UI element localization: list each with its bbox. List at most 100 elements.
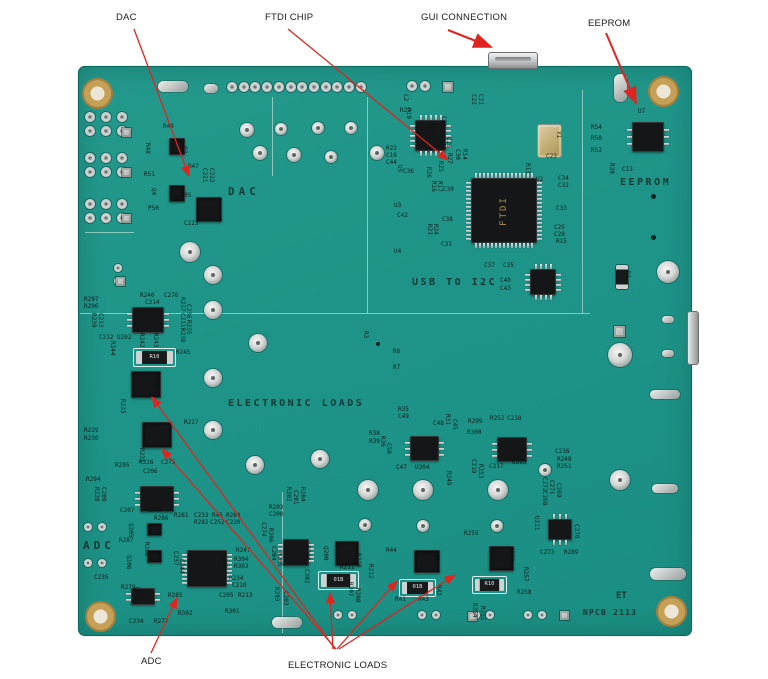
via-center <box>349 126 353 130</box>
designator-r41: R41 <box>395 596 406 603</box>
ic-pin <box>434 115 437 120</box>
through-hole-pad <box>320 82 331 92</box>
designator-r202: R202 <box>285 487 292 502</box>
via-center <box>496 488 500 492</box>
ic-pin <box>537 201 542 204</box>
ic-pin <box>499 243 501 248</box>
ic-pin <box>487 173 489 178</box>
ic-pin <box>556 288 561 291</box>
ic-pin <box>135 492 140 494</box>
designator-r207: R207 <box>347 582 354 597</box>
through-hole-pad <box>85 112 95 122</box>
via-center <box>495 524 499 528</box>
through-hole-pad <box>101 167 111 177</box>
via-pad <box>413 480 433 500</box>
ic-pin <box>127 325 132 327</box>
via-center <box>253 463 257 467</box>
through-hole-pad <box>101 199 111 209</box>
ic-pin <box>126 592 131 595</box>
through-hole-pad <box>432 611 440 619</box>
via-pad <box>287 148 301 162</box>
designator-r24: R24 <box>432 224 439 235</box>
through-hole-pad <box>117 112 127 122</box>
designator-r259: R259 <box>464 530 479 537</box>
square-pad <box>560 611 569 620</box>
through-hole-pad <box>84 523 92 531</box>
designator-c48: C48 <box>433 420 444 427</box>
silkscreen-electronic-loads: ELECTRONIC LOADS <box>228 398 365 409</box>
silkscreen-board-number: NPCB 2113 <box>583 608 638 617</box>
ic-pin <box>549 264 552 269</box>
gui-usb-connector <box>488 52 538 69</box>
via-pad <box>204 301 222 319</box>
ic-pin <box>419 115 422 120</box>
designator-c207: C207 <box>120 507 135 514</box>
ic-pin <box>527 454 532 457</box>
u6-qfn-chip <box>525 264 561 300</box>
square-pad <box>122 168 131 177</box>
ic-pin <box>126 598 131 601</box>
ic-pin <box>410 144 415 147</box>
ic-pin <box>503 243 505 248</box>
designator-c13: C13 <box>622 166 633 173</box>
designator-r285: R285 <box>168 592 183 599</box>
designator-p50: P50 <box>148 205 159 212</box>
ic-pin <box>515 243 517 248</box>
through-hole-pad <box>355 82 366 92</box>
through-hole-pad <box>85 167 95 177</box>
ic-body <box>147 523 162 536</box>
designator-c268: C268 <box>541 491 548 506</box>
via-pad <box>240 123 254 137</box>
ic-pin <box>174 492 179 494</box>
ic-pin <box>556 273 561 276</box>
through-hole-pad <box>85 153 95 163</box>
ic-pin <box>466 213 471 216</box>
ic-pin <box>466 233 471 236</box>
ic-pin <box>537 181 542 184</box>
via-pad <box>657 261 679 283</box>
designator-c44: C44 <box>386 159 397 166</box>
via-center <box>421 524 425 528</box>
designator-r243: R243 <box>152 333 159 348</box>
ic-body <box>142 422 172 448</box>
square-pad <box>614 326 625 337</box>
ic-body <box>169 185 185 202</box>
designator-l4: L4 <box>413 127 420 135</box>
designator-r255: R255 <box>479 606 486 621</box>
designator-c49: C49 <box>398 413 409 420</box>
designator-r293: R293 <box>273 587 280 602</box>
through-hole-pad <box>344 82 354 92</box>
via-pad <box>180 242 200 262</box>
designator-r228: R228 <box>93 487 100 502</box>
u2-usb-i2c-mcu-chip: FTDI <box>466 173 542 248</box>
via-pad <box>312 122 324 134</box>
ic-pin <box>553 540 555 545</box>
designator-r244: R244 <box>109 341 116 356</box>
ic-pin <box>519 173 521 178</box>
callout-adc: ADC <box>141 656 162 667</box>
designator-c205: C205 <box>219 592 234 599</box>
designator-r13: R13 <box>524 163 531 174</box>
through-hole-pad <box>334 611 342 619</box>
side-connector <box>687 311 699 365</box>
designator-r286: R286 <box>154 515 169 522</box>
designator-c34: C34 <box>558 175 569 182</box>
ic-pin <box>539 264 542 269</box>
ic-pin <box>410 134 415 137</box>
ic-pin <box>523 243 525 248</box>
ic-body <box>410 436 439 461</box>
ic-body <box>497 437 527 462</box>
ic-pin <box>537 193 542 196</box>
designator-c39: C39 <box>443 186 454 193</box>
designator-q2: Q2 <box>433 554 440 562</box>
through-hole-pad <box>297 82 308 92</box>
designator-c209: C209 <box>100 487 107 502</box>
ic-pin <box>523 173 525 178</box>
ic-pin <box>174 504 179 506</box>
square-pad <box>443 82 453 92</box>
square-pad <box>468 612 477 621</box>
designator-c273: C273 <box>540 549 555 556</box>
solder-blob <box>650 390 680 399</box>
via-pad <box>246 456 264 474</box>
